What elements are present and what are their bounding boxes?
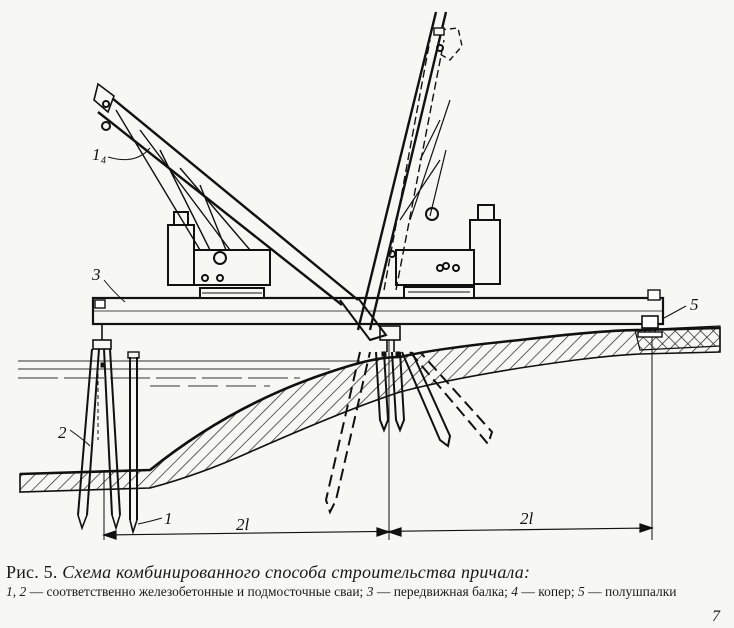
caption-title: Рис. 5. Схема комбинированного способа с…	[6, 562, 728, 582]
caption-legend: 1, 2 — соответственно железобетонные и п…	[6, 584, 728, 599]
legend-key-2: 3	[366, 584, 374, 600]
page-number: 7	[712, 608, 720, 625]
caption-figure-number: Рис. 5.	[6, 562, 58, 582]
legend-text-4: — полушпалки	[588, 584, 677, 600]
pile-group-center	[324, 325, 494, 515]
construction-scheme-diagram: 1₄ 3 2 1 5 2l 2l	[18, 11, 721, 540]
label-span-left: 2l	[236, 515, 250, 534]
legend-key-4: 5	[577, 584, 585, 600]
label-pile-1: 1	[164, 509, 173, 528]
legend-key-1: 1, 2	[6, 584, 27, 600]
label-leaders	[69, 147, 163, 525]
caption-title-text: Схема комбинированного способа строитель…	[62, 562, 531, 582]
pile-driver-left	[93, 82, 388, 342]
half-sleeper	[637, 305, 687, 338]
dimension-line-bottom	[102, 523, 654, 540]
pile-driver-right	[356, 11, 501, 331]
legend-text-3: — копер;	[521, 584, 575, 600]
legend-text-2: — передвижная балка;	[376, 584, 508, 600]
figure-caption: Рис. 5. Схема комбинированного способа с…	[6, 562, 728, 599]
label-beam: 3	[91, 265, 101, 284]
pile-group-left	[77, 324, 140, 535]
legend-text-1: — соответственно железобетонные и подмос…	[29, 584, 364, 600]
label-pile-2: 2	[58, 423, 67, 442]
label-crane: 1₄	[92, 145, 107, 164]
water-surface	[18, 360, 360, 387]
shore-ground	[634, 325, 721, 351]
label-span-right: 2l	[520, 509, 534, 528]
legend-key-3: 4	[511, 584, 519, 600]
label-sleeper: 5	[690, 295, 699, 314]
